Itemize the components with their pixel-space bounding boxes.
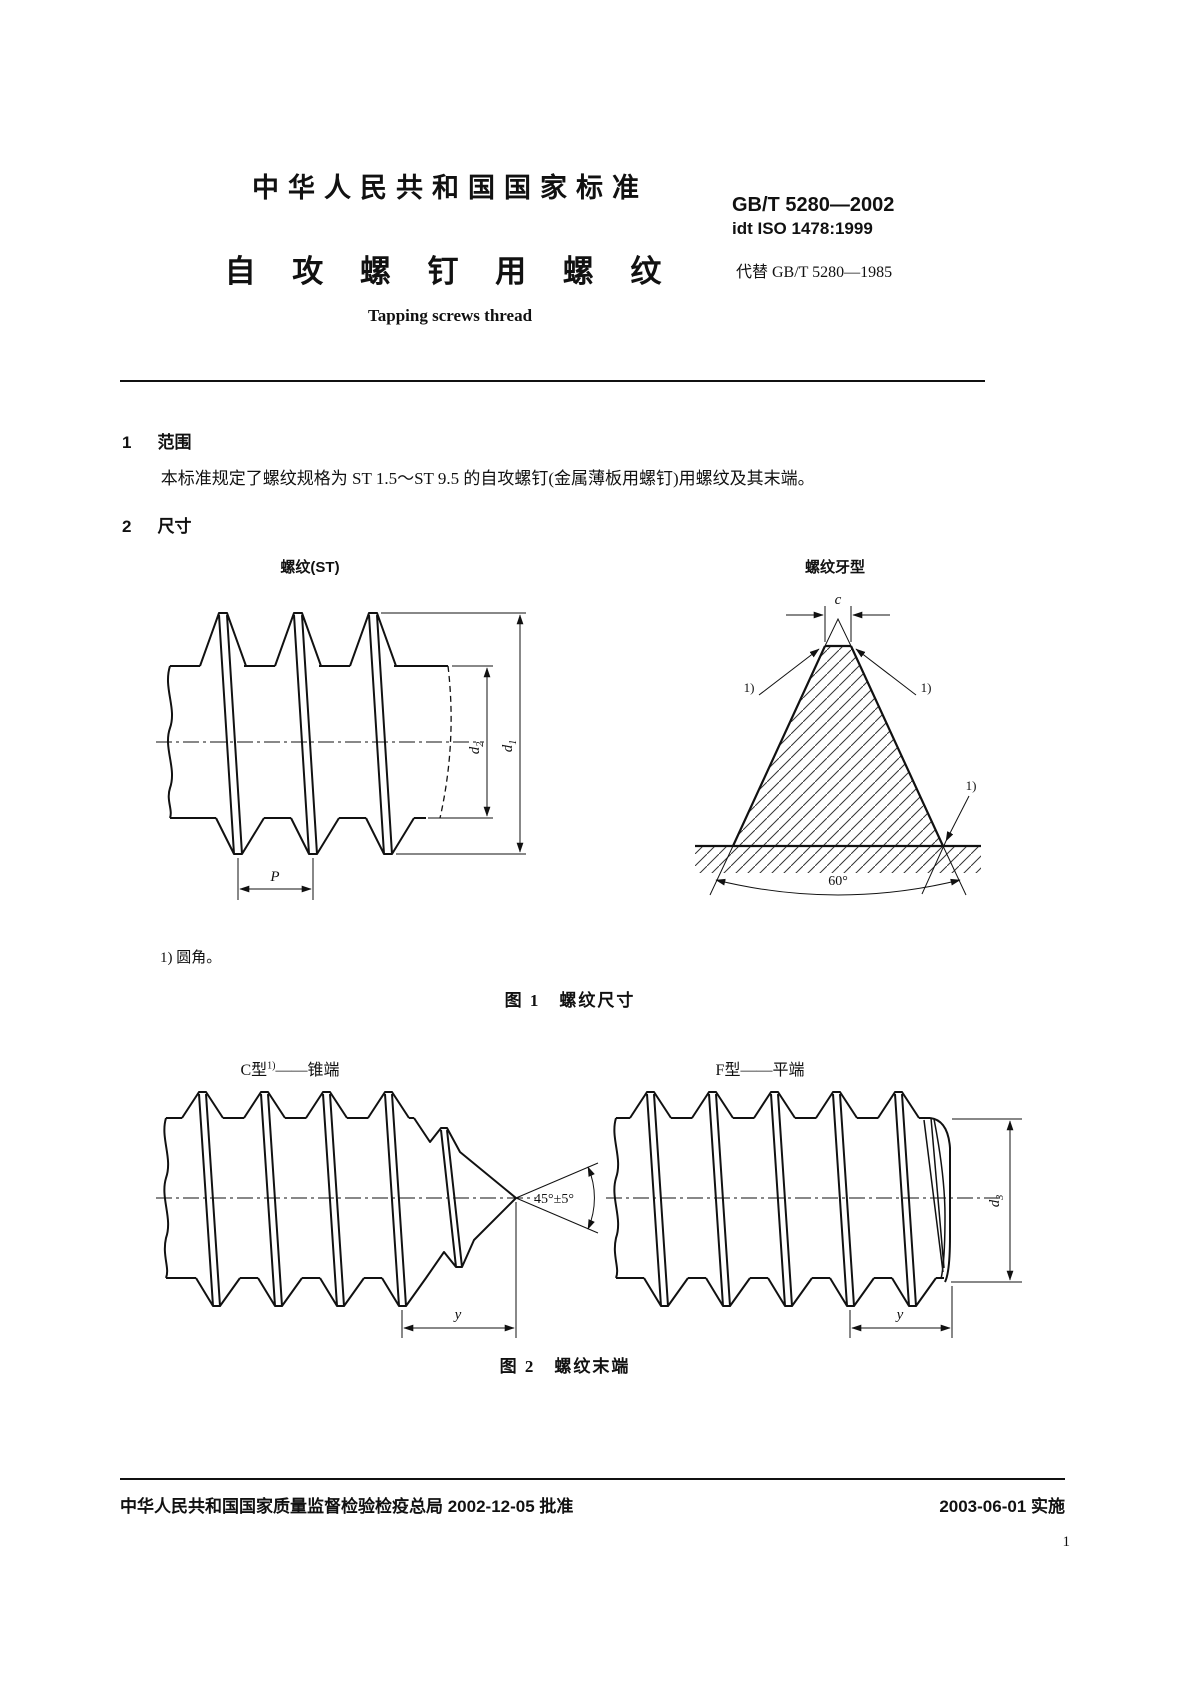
section-1-number: 1 <box>122 433 132 452</box>
section-1-heading: 1 范围 <box>122 428 191 453</box>
angle-arc <box>715 878 961 896</box>
c-type-prefix: C型 <box>240 1062 268 1079</box>
angle-60-label: 60° <box>828 874 848 889</box>
fillet-leader-bottom <box>945 795 970 842</box>
section-2-number: 2 <box>122 517 132 536</box>
fillet-leader-left <box>758 648 820 696</box>
figure2-left-label: C型1)——锥端 <box>170 1056 410 1080</box>
pitch-extension-lines <box>237 858 314 900</box>
d3-label: d3 <box>987 1195 1006 1208</box>
figure1-note: 1) 圆角。 <box>160 950 222 966</box>
thread-st-drawing: d2 d1 P <box>156 612 526 900</box>
d2-extension-lines <box>428 665 493 819</box>
profile-outline <box>695 644 981 848</box>
theoretical-apex <box>824 617 852 647</box>
section-2-heading: 2 尺寸 <box>122 512 191 537</box>
d3-extension-lines <box>951 1118 1022 1283</box>
footer-rule <box>120 1478 1065 1480</box>
thread-profile-drawing: 60° c 1) 1) 1) <box>695 592 981 896</box>
screw-break-edge <box>439 665 452 819</box>
approval-authority: 中华人民共和国国家质量监督检验检疫总局 2002-12-05 批准 <box>120 1497 574 1516</box>
figure2-caption: 图 2 螺纹末端 <box>499 1357 631 1376</box>
figure1-right-label: 螺纹牙型 <box>804 559 865 576</box>
title-english: Tapping screws thread <box>367 306 533 325</box>
idt-iso-line: idt ISO 1478:1999 <box>732 219 873 238</box>
d1-label: d1 <box>500 740 519 753</box>
y-label: y <box>453 1307 462 1323</box>
page-number: 1 <box>1062 1534 1071 1550</box>
cut-thread-sliver <box>923 1117 945 1273</box>
y-label: y <box>895 1307 904 1323</box>
flank-extensions <box>709 845 967 896</box>
section-1-paragraph: 本标准规定了螺纹规格为 ST 1.5～ST 9.5 的自攻螺钉(金属薄板用螺钉)… <box>160 469 815 488</box>
c-screw-outline <box>163 1091 517 1307</box>
title-chinese: 自 攻 螺 钉 用 螺 纹 <box>224 254 676 289</box>
pitch-label: P <box>269 869 279 885</box>
section-2-title: 尺寸 <box>157 517 192 536</box>
y-extension-lines <box>849 1286 953 1338</box>
angle-45-label: 45°±5° <box>534 1192 574 1207</box>
screw-body-outline <box>166 612 448 855</box>
angle-arc <box>587 1166 595 1230</box>
fillet-ref-left: 1) <box>744 680 755 695</box>
d1-extension-lines <box>381 612 526 855</box>
header-rule <box>120 380 985 382</box>
f-screw-outline <box>613 1091 951 1307</box>
profile-hatch-fill <box>733 646 943 846</box>
implementation-date: 2003-06-01 实施 <box>939 1497 1065 1516</box>
c-type-superscript: 1) <box>267 1060 276 1072</box>
figure1-caption: 图 1 螺纹尺寸 <box>504 991 636 1010</box>
base-hatch-strip <box>695 847 981 873</box>
crest-extension-lines <box>824 606 852 642</box>
f-type-flat-end-drawing: d3 y <box>606 1091 1022 1338</box>
standard-number: GB/T 5280—2002 <box>732 194 895 216</box>
fillet-leader-bottom-tail <box>921 840 947 895</box>
standard-header: 中华人民共和国国家标准 <box>252 173 648 203</box>
c-type-cone-end-drawing: 45°±5° y <box>156 1091 599 1338</box>
figure1-left-label: 螺纹(ST) <box>280 559 340 576</box>
figure2-right-label: F型——平端 <box>715 1062 805 1079</box>
fillet-leader-right <box>855 648 917 696</box>
section-1-title: 范围 <box>157 433 192 452</box>
footer-row: 中华人民共和国国家质量监督检验检疫总局 2002-12-05 批准 2003-0… <box>120 1492 1065 1517</box>
replaces-note: 代替 GB/T 5280—1985 <box>736 264 893 281</box>
d2-label: d2 <box>467 742 486 755</box>
fillet-ref-bottom: 1) <box>966 778 977 793</box>
angle-lines <box>515 1162 599 1234</box>
crest-c-label: c <box>835 592 842 608</box>
c-type-suffix: ——锥端 <box>275 1062 340 1079</box>
fillet-ref-right: 1) <box>921 680 932 695</box>
